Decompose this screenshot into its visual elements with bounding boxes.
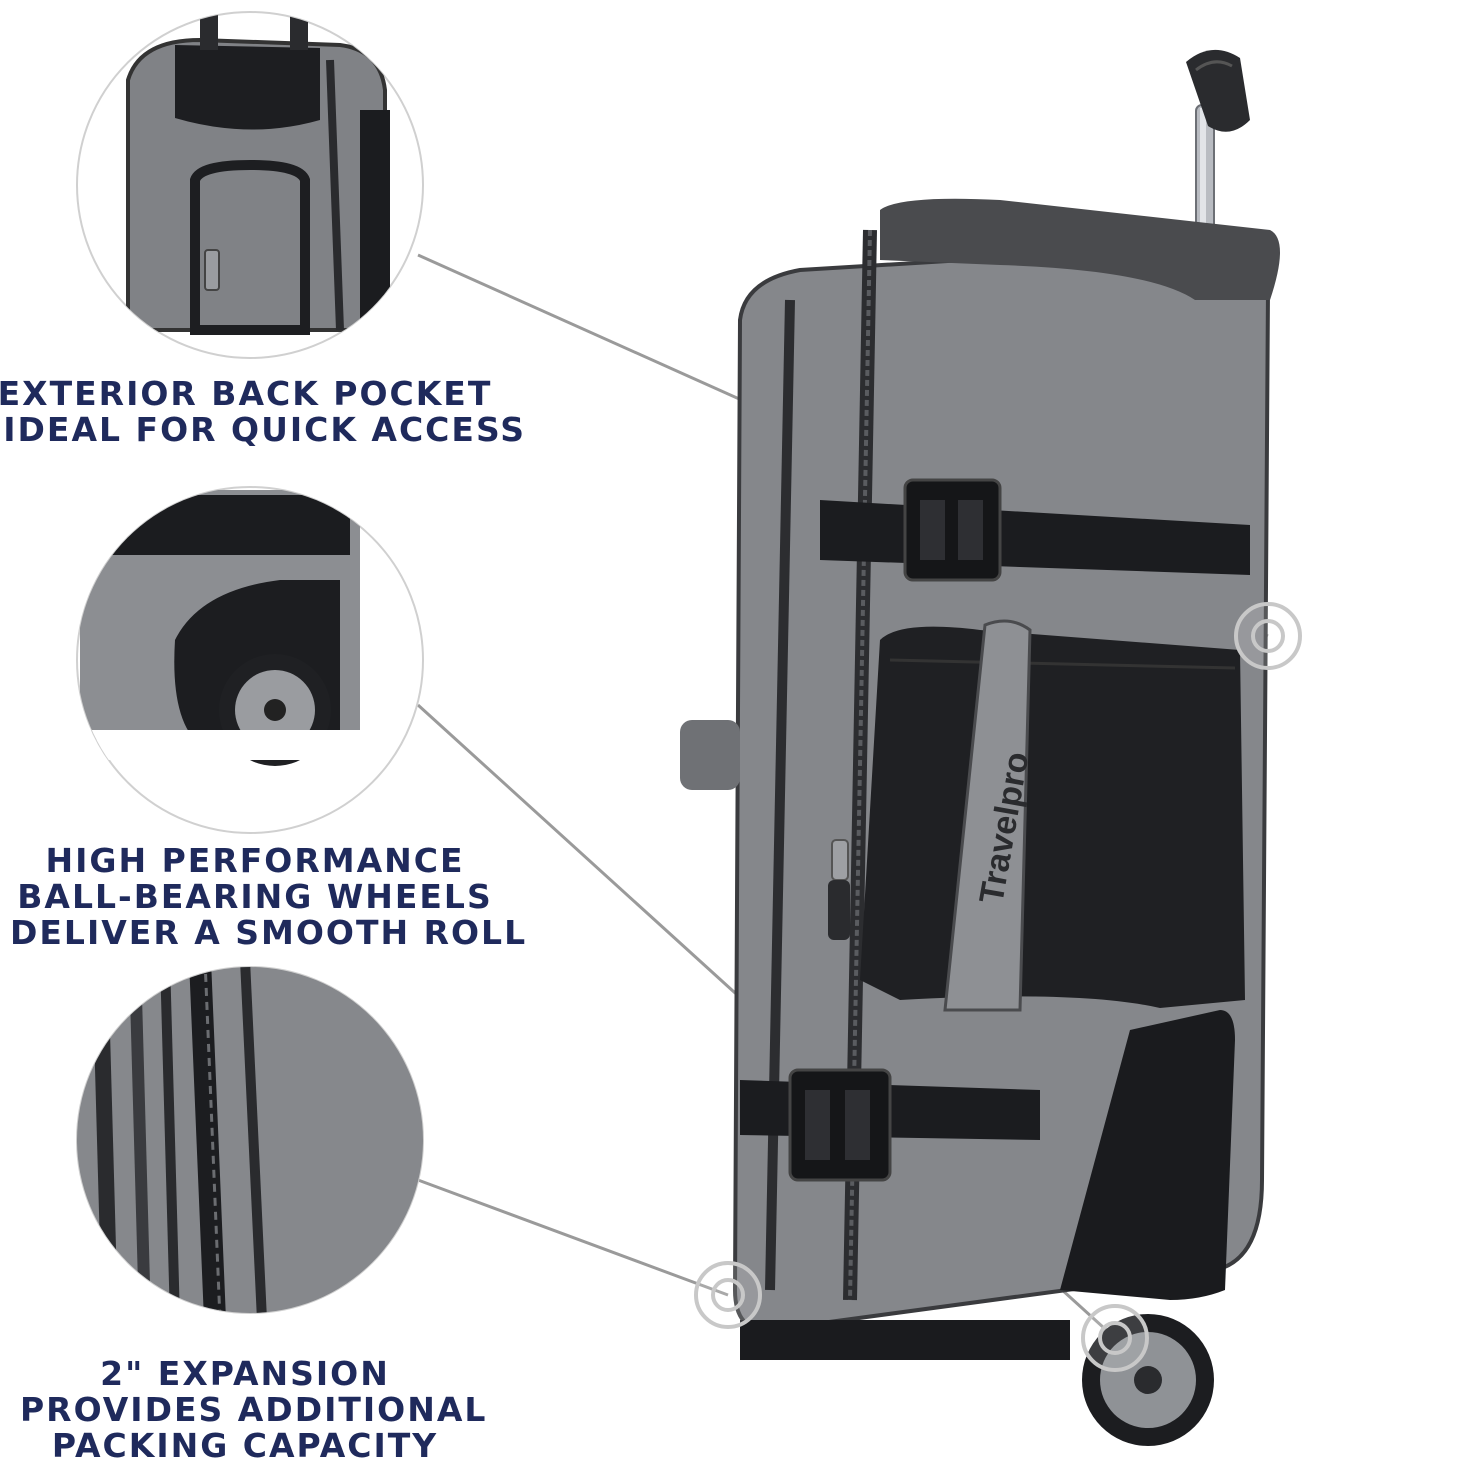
caption-back-pocket-line2: S IDEAL FOR QUICK ACCESS <box>0 410 526 449</box>
caption-expansion-line1: 2" EXPANSION <box>100 1354 390 1393</box>
caption-wheels: HIGH PERFORMANCE BALL-BEARING WHEELS DEL… <box>10 841 528 952</box>
inset-expansion-photo <box>76 966 424 1314</box>
wheel <box>1082 1314 1214 1446</box>
callout-line-expansion <box>417 1178 729 1297</box>
target-marker-back-pocket <box>1234 602 1302 670</box>
caption-wheels-line3: DELIVER A SMOOTH ROLL <box>10 913 528 952</box>
caption-expansion: 2" EXPANSION PROVIDES ADDITIONAL PACKING… <box>20 1354 488 1465</box>
caption-expansion-line2: PROVIDES ADDITIONAL <box>20 1390 488 1429</box>
target-marker-expansion <box>694 1261 762 1329</box>
caption-back-pocket-line1: EXTERIOR BACK POCKET <box>0 374 493 413</box>
target-marker-wheels <box>1081 1304 1149 1372</box>
inset-wheels-photo <box>76 486 424 834</box>
zipper-pull <box>828 839 850 940</box>
caption-wheels-line2: BALL-BEARING WHEELS <box>17 877 493 916</box>
inset-back-pocket-photo <box>76 11 424 359</box>
caption-back-pocket: EXTERIOR BACK POCKET S IDEAL FOR QUICK A… <box>0 376 530 448</box>
caption-expansion-line3: PACKING CAPACITY <box>51 1426 439 1465</box>
caption-wheels-line1: HIGH PERFORMANCE <box>45 841 465 880</box>
lower-compression-strap <box>740 1068 1040 1182</box>
upper-compression-strap <box>820 478 1250 582</box>
